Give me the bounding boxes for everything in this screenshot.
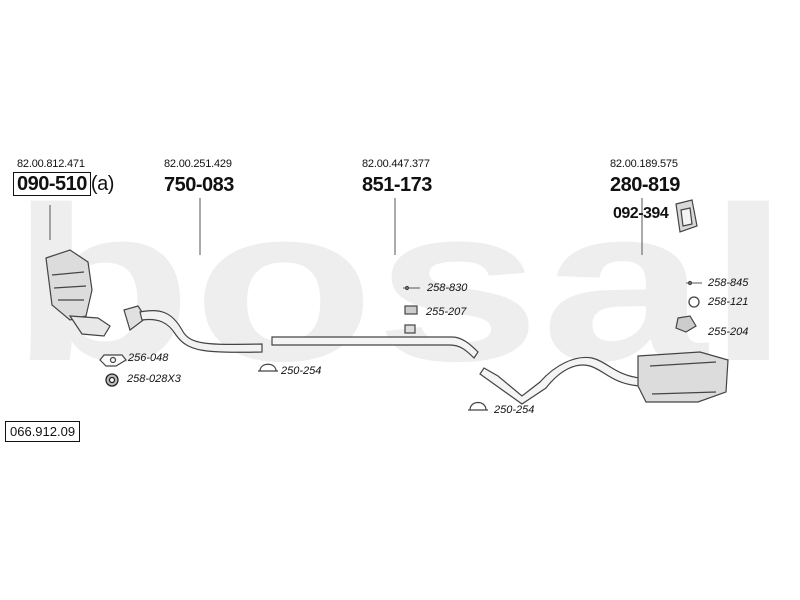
fitting-258-830-label[interactable]: 258-830 — [427, 282, 468, 294]
bolt-258-830-icon — [404, 285, 410, 291]
fitting-256-048-label[interactable]: 256-048 — [128, 352, 169, 364]
catalytic-converter — [45, 249, 111, 337]
rear-oe-number: 82.00.189.575 — [610, 158, 678, 170]
rear-part-number[interactable]: 280-819 — [610, 174, 680, 196]
fitting-258-845-label[interactable]: 258-845 — [708, 277, 749, 289]
nut-258-028x3-icon — [105, 373, 119, 387]
ring-258-121-icon — [688, 296, 700, 308]
fitting-255-204-label[interactable]: 255-204 — [708, 326, 749, 338]
fitting-258-028x3-label[interactable]: 258-028X3 — [127, 373, 181, 385]
fitting-250-254-a-label[interactable]: 250-254 — [281, 365, 322, 377]
front-oe-number: 82.00.251.429 — [164, 158, 232, 170]
cat-part-number[interactable]: 090-510 — [13, 172, 91, 196]
fitting-250-254-b-label[interactable]: 250-254 — [494, 404, 535, 416]
middle-oe-number: 82.00.447.377 — [362, 158, 430, 170]
cat-part-suffix: (a) — [90, 173, 114, 195]
heatshield-part-number[interactable]: 092-394 — [613, 205, 669, 222]
fitting-256-048-icon — [99, 354, 127, 367]
catalog-number: 066.912.09 — [5, 421, 81, 442]
cat-oe-number: 82.00.812.471 — [17, 158, 85, 170]
fitting-255-207-label[interactable]: 255-207 — [426, 306, 467, 318]
cat-part-label: 090-510(a) — [13, 172, 114, 196]
bolt-258-845-icon — [687, 280, 693, 286]
front-part-number[interactable]: 750-083 — [164, 174, 234, 196]
middle-pipe — [271, 324, 479, 359]
middle-part-number[interactable]: 851-173 — [362, 174, 432, 196]
front-pipe — [123, 305, 263, 353]
heatshield-icon — [675, 199, 698, 233]
fitting-258-121-label[interactable]: 258-121 — [708, 296, 749, 308]
hanger-255-204-icon — [675, 315, 697, 333]
clamp-250-254-a-icon — [258, 363, 278, 372]
clamp-250-254-b-icon — [468, 401, 488, 411]
rear-silencer — [479, 351, 729, 405]
clamp-255-207-icon — [404, 305, 418, 315]
